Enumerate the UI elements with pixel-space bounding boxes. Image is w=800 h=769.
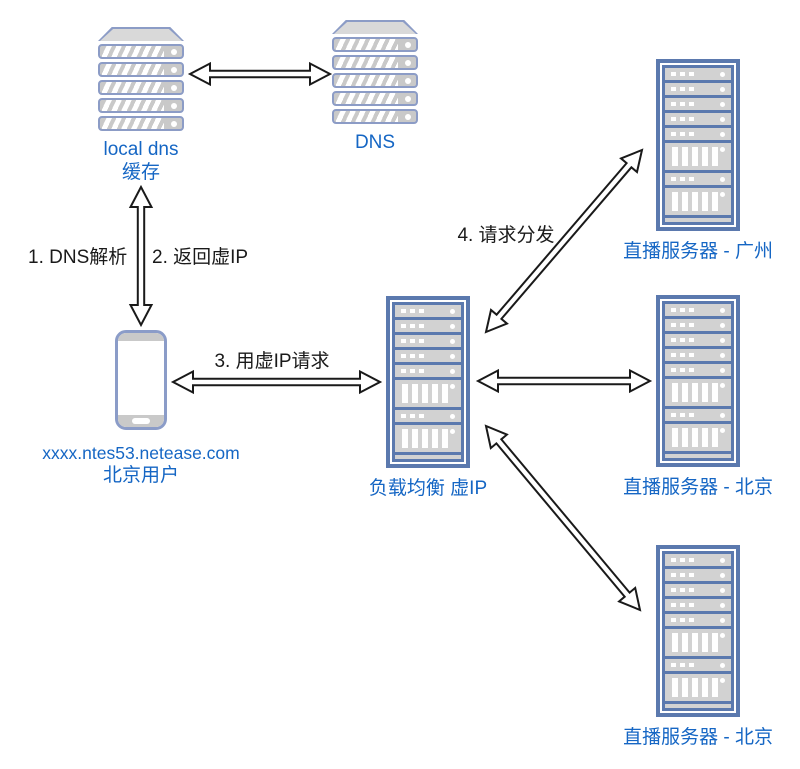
rack-base-strip	[665, 454, 731, 458]
rack-unit	[665, 569, 731, 581]
server-unit	[332, 91, 418, 106]
rack-vent-unit	[665, 674, 731, 701]
server-rack-body	[662, 65, 734, 225]
rack-unit	[665, 304, 731, 316]
arrow-loadbalancer-guangzhou	[484, 148, 644, 334]
rack-unit	[395, 410, 461, 422]
rack-unit	[665, 173, 731, 185]
rack-unit	[395, 305, 461, 317]
beijing2-server-label: 直播服务器 - 北京	[623, 727, 773, 748]
dns-label: DNS	[354, 132, 396, 153]
arrow-localdns-dns	[187, 61, 333, 87]
rack-unit	[665, 319, 731, 331]
arrow-client-loadbalancer	[170, 369, 383, 395]
arrow-client-localdns	[128, 184, 154, 328]
server-unit	[98, 62, 184, 77]
rack-vent-unit	[665, 188, 731, 215]
rack-vent-unit	[665, 424, 731, 451]
server-unit	[98, 116, 184, 131]
client-domain: xxxx.ntes53.netease.com	[42, 443, 240, 463]
server-rack-icon	[656, 59, 740, 231]
rack-base-strip	[665, 704, 731, 708]
rack-unit	[665, 659, 731, 671]
arrow-loadbalancer-beijing2	[484, 424, 642, 612]
load-balancer-icon-slot	[386, 296, 470, 468]
rack-vent-unit	[665, 629, 731, 656]
beijing1-icon-slot	[656, 295, 740, 467]
server-stack-top	[332, 20, 418, 34]
rack-unit	[665, 83, 731, 95]
server-unit	[332, 109, 418, 124]
dns-icon-slot	[332, 20, 418, 124]
node-local-dns-cache: local dns 缓存	[98, 27, 184, 184]
rack-unit	[665, 128, 731, 140]
server-unit	[98, 98, 184, 113]
local-dns-label: local dns 缓存	[104, 138, 179, 184]
server-unit	[332, 55, 418, 70]
guangzhou-icon-slot	[656, 59, 740, 231]
step3-request-with-vip-label: 3. 用虚IP请求	[214, 351, 330, 372]
rack-unit	[665, 409, 731, 421]
rack-vent-unit	[395, 380, 461, 407]
server-rack-body	[392, 302, 464, 462]
rack-unit	[665, 68, 731, 80]
server-rack-body	[662, 301, 734, 461]
client-location: 北京用户	[102, 465, 179, 486]
rack-unit	[665, 554, 731, 566]
rack-vent-unit	[665, 379, 731, 406]
rack-unit	[665, 334, 731, 346]
server-unit	[98, 44, 184, 59]
rack-unit	[665, 349, 731, 361]
rack-unit	[395, 335, 461, 347]
load-balancer-label: 负载均衡 虚IP	[368, 478, 488, 499]
rack-unit	[665, 599, 731, 611]
node-dns-server: DNS	[332, 20, 418, 154]
server-rack-icon	[656, 295, 740, 467]
server-stack-icon	[98, 27, 184, 131]
step2-return-vip-label: 2. 返回虚IP	[152, 247, 249, 268]
server-rack-body	[662, 551, 734, 711]
server-rack-icon	[386, 296, 470, 468]
rack-base-strip	[395, 455, 461, 459]
rack-vent-unit	[665, 143, 731, 170]
server-stack-icon	[332, 20, 418, 124]
rack-unit	[665, 98, 731, 110]
smartphone-icon	[115, 330, 167, 430]
guangzhou-server-label: 直播服务器 - 广州	[623, 241, 773, 262]
local-dns-label-line1: local dns	[103, 139, 179, 160]
node-live-server-guangzhou: 直播服务器 - 广州	[623, 59, 773, 263]
smartphone-speaker-bar	[118, 333, 164, 341]
node-live-server-beijing-2: 直播服务器 - 北京	[623, 545, 773, 749]
beijing2-icon-slot	[656, 545, 740, 717]
server-rack-icon	[656, 545, 740, 717]
server-unit	[332, 37, 418, 52]
rack-unit	[395, 365, 461, 377]
rack-unit	[665, 584, 731, 596]
rack-base-strip	[665, 218, 731, 222]
local-dns-icon-slot	[98, 27, 184, 131]
client-label: xxxx.ntes53.netease.com 北京用户	[42, 442, 239, 487]
node-load-balancer: 负载均衡 虚IP	[369, 296, 487, 500]
rack-unit	[665, 364, 731, 376]
beijing1-server-label: 直播服务器 - 北京	[623, 477, 773, 498]
server-stack-top	[98, 27, 184, 41]
arrow-loadbalancer-beijing1	[475, 368, 653, 394]
local-dns-label-line2: 缓存	[121, 162, 160, 183]
node-client-phone: xxxx.ntes53.netease.com 北京用户	[42, 330, 240, 487]
rack-unit	[665, 113, 731, 125]
rack-unit	[665, 614, 731, 626]
step4-dispatch-label: 4. 请求分发	[457, 225, 555, 246]
step1-dns-resolve-label: 1. DNS解析	[28, 247, 128, 268]
server-unit	[98, 80, 184, 95]
rack-vent-unit	[395, 425, 461, 452]
smartphone-home-button	[132, 418, 150, 424]
rack-unit	[395, 320, 461, 332]
rack-unit	[395, 350, 461, 362]
server-unit	[332, 73, 418, 88]
node-live-server-beijing-1: 直播服务器 - 北京	[623, 295, 773, 499]
